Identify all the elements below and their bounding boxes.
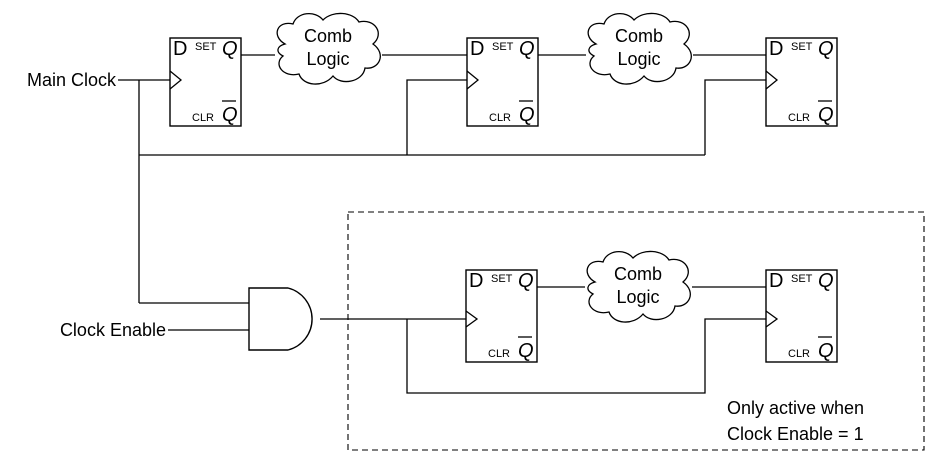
comb-logic-1: Comb Logic: [276, 12, 381, 85]
clock-input-icon: [466, 70, 480, 90]
ff-q-label: Q: [818, 38, 834, 60]
ff-set-label: SET: [791, 273, 813, 285]
flip-flop-2: D SET Q CLR Q: [466, 37, 539, 127]
ff-q-label: Q: [818, 270, 834, 292]
comb-label-line1: Comb: [615, 26, 663, 46]
clock-input-icon: [465, 310, 479, 328]
clock-input-icon: [169, 70, 183, 90]
ff-q-label: Q: [518, 270, 534, 292]
ff-clr-label: CLR: [788, 348, 810, 360]
comb-logic-3: Comb Logic: [586, 250, 691, 323]
ff-clr-label: CLR: [489, 112, 511, 124]
comb-label-line1: Comb: [304, 26, 352, 46]
ff-qbar-label: Q: [519, 104, 535, 126]
comb-logic-2: Comb Logic: [587, 12, 692, 85]
gated-note-line1: Only active when: [727, 398, 864, 418]
flip-flop-5: D SET Q CLR Q: [765, 269, 838, 363]
clock-input-icon: [765, 310, 779, 328]
ff-set-label: SET: [195, 41, 217, 53]
ff-clr-label: CLR: [788, 112, 810, 124]
comb-label-line2: Logic: [617, 49, 660, 69]
top-clock-domain: Main Clock D SET Q CLR Q Comb Logic D SE…: [27, 12, 838, 303]
flip-flop-4: D SET Q CLR Q: [465, 269, 538, 363]
ff-d-label: D: [470, 38, 484, 60]
ff-d-label: D: [173, 38, 187, 60]
ff-set-label: SET: [492, 41, 514, 53]
ff-d-label: D: [769, 270, 783, 292]
flip-flop-1: D SET Q CLR Q: [169, 37, 242, 127]
gated-clock-domain: Clock Enable D SET Q CLR Q Comb Logic: [60, 211, 925, 451]
ff-d-label: D: [769, 38, 783, 60]
ff-qbar-label: Q: [518, 340, 534, 362]
gated-region-boundary: [347, 211, 925, 451]
comb-label-line1: Comb: [614, 264, 662, 284]
cloud-shape: [276, 12, 381, 85]
ff-qbar-label: Q: [818, 104, 834, 126]
ff-qbar-label: Q: [818, 340, 834, 362]
ff-d-label: D: [469, 270, 483, 292]
clock-enable-label: Clock Enable: [60, 320, 166, 340]
comb-label-line2: Logic: [616, 287, 659, 307]
ff-set-label: SET: [791, 41, 813, 53]
clock-branch-ff2: [406, 79, 467, 155]
ff-qbar-label: Q: [222, 104, 238, 126]
clock-branch-ff3: [704, 79, 766, 155]
flip-flop-3: D SET Q CLR Q: [765, 37, 838, 127]
and-gate-icon: [248, 287, 313, 351]
gated-note-line2: Clock Enable = 1: [727, 424, 864, 444]
ff-clr-label: CLR: [488, 348, 510, 360]
ff-q-label: Q: [222, 38, 238, 60]
ff-set-label: SET: [491, 273, 513, 285]
main-clock-label: Main Clock: [27, 70, 117, 90]
comb-label-line2: Logic: [306, 49, 349, 69]
ff-clr-label: CLR: [192, 112, 214, 124]
clock-input-icon: [765, 70, 779, 90]
cloud-shape: [587, 12, 692, 85]
gated-clock-loop-wire: [406, 318, 766, 394]
ff-q-label: Q: [519, 38, 535, 60]
cloud-shape: [586, 250, 691, 323]
